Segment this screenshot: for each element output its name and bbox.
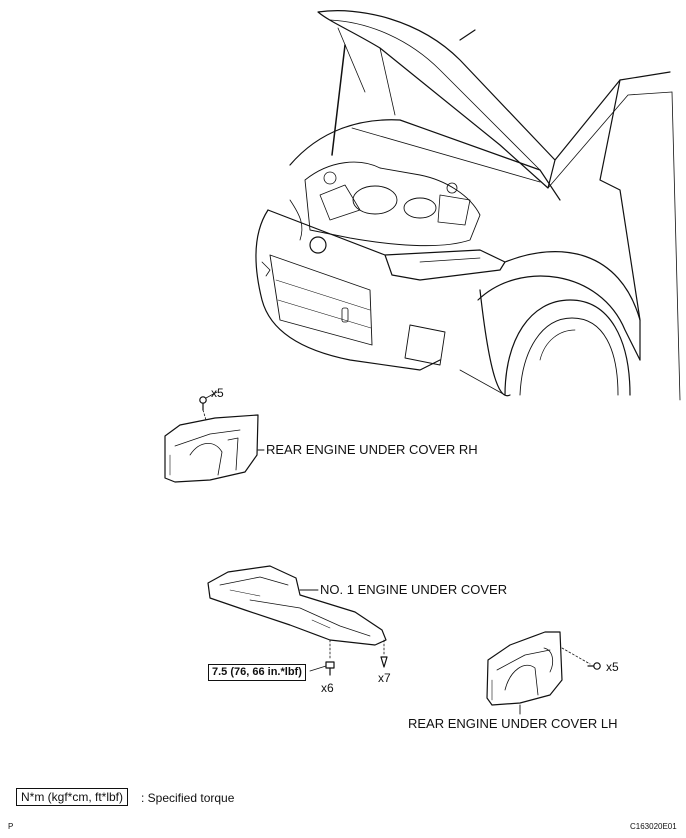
page-letter: P [8,822,14,831]
vehicle-front [255,10,681,401]
torque-unit-legend-box: N*m (kgf*cm, ft*lbf) [16,788,129,806]
no1-clip-quantity: x7 [378,671,391,685]
rear-engine-under-cover-lh-drawing [486,631,601,715]
figure-code: C163020E01 [630,822,677,831]
no1-engine-under-cover-drawing [207,565,388,676]
torque-spec-box: 7.5 (76, 66 in.*lbf) [208,664,306,681]
rear-engine-under-cover-lh-label: REAR ENGINE UNDER COVER LH [408,716,618,731]
torque-legend-description: : Specified torque [141,791,235,805]
no1-engine-under-cover-label: NO. 1 ENGINE UNDER COVER [320,582,508,597]
rear-engine-under-cover-rh-label: REAR ENGINE UNDER COVER RH [266,442,478,457]
bolt-quantity: x6 [321,681,334,695]
rh-clip-quantity: x5 [211,386,224,400]
lh-clip-quantity: x5 [606,660,619,674]
rear-engine-under-cover-rh-drawing [164,391,265,483]
